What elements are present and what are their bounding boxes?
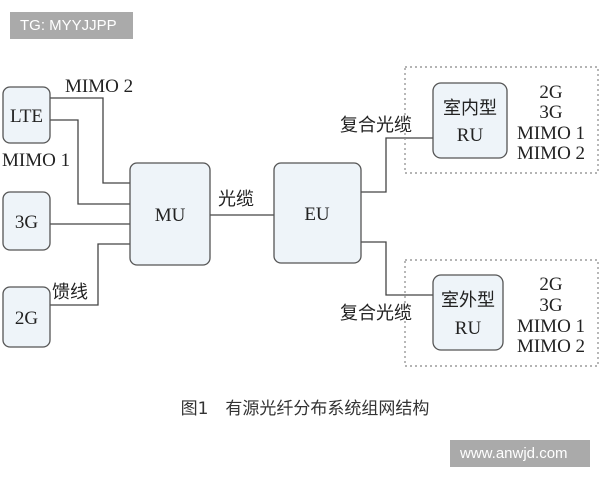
lte-box [2,86,51,144]
service-item: MIMO 1 [517,123,585,144]
mu-label: MU [155,205,186,226]
outdoor-ru-box [432,274,504,351]
outdoor-services: 2G 3G MIMO 1 MIMO 2 [517,274,585,357]
mimo2-label: MIMO 2 [65,76,133,97]
indoor-ru-label: RU [457,125,484,146]
service-item: MIMO 2 [517,143,585,164]
wire-2g-feeder [50,243,130,306]
outdoor-ru-type: 室外型 [441,290,495,311]
eu-label: EU [304,204,330,225]
2g-label: 2G [15,308,39,329]
figure-caption: 图1 有源光纤分布系统组网结构 [181,399,430,419]
indoor-ru-box [432,82,508,159]
indoor-ru-type: 室内型 [443,98,497,119]
wire-lte-mimo2 [50,97,130,184]
composite-fiber-label-indoor: 复合光缆 [340,115,412,136]
service-item: 3G [539,102,563,123]
watermark-top: TG: MYYJJPP [10,12,133,39]
composite-fiber-label-outdoor: 复合光缆 [340,303,412,324]
service-item: 2G [539,274,563,295]
fiber-label: 光缆 [218,189,254,210]
service-item: 2G [539,82,563,103]
3g-label: 3G [15,212,39,233]
wire-eu-outdoor [361,241,433,296]
wire-eu-indoor [361,137,433,193]
outdoor-ru-label: RU [455,318,482,339]
3g-box [2,191,51,251]
watermark-bottom: www.anwjd.com [450,440,590,467]
indoor-services: 2G 3G MIMO 1 MIMO 2 [517,82,585,164]
service-item: MIMO 2 [517,336,585,357]
mu-box [129,162,211,266]
2g-box [2,286,51,348]
feeder-label: 馈线 [52,282,88,303]
service-item: MIMO 1 [517,316,585,337]
service-item: 3G [539,295,563,316]
eu-box [273,162,362,264]
wire-lte-mimo1 [50,119,130,205]
mimo1-label: MIMO 1 [2,150,70,171]
outdoor-group [404,259,599,367]
lte-label: LTE [10,106,43,127]
indoor-group [404,66,599,174]
